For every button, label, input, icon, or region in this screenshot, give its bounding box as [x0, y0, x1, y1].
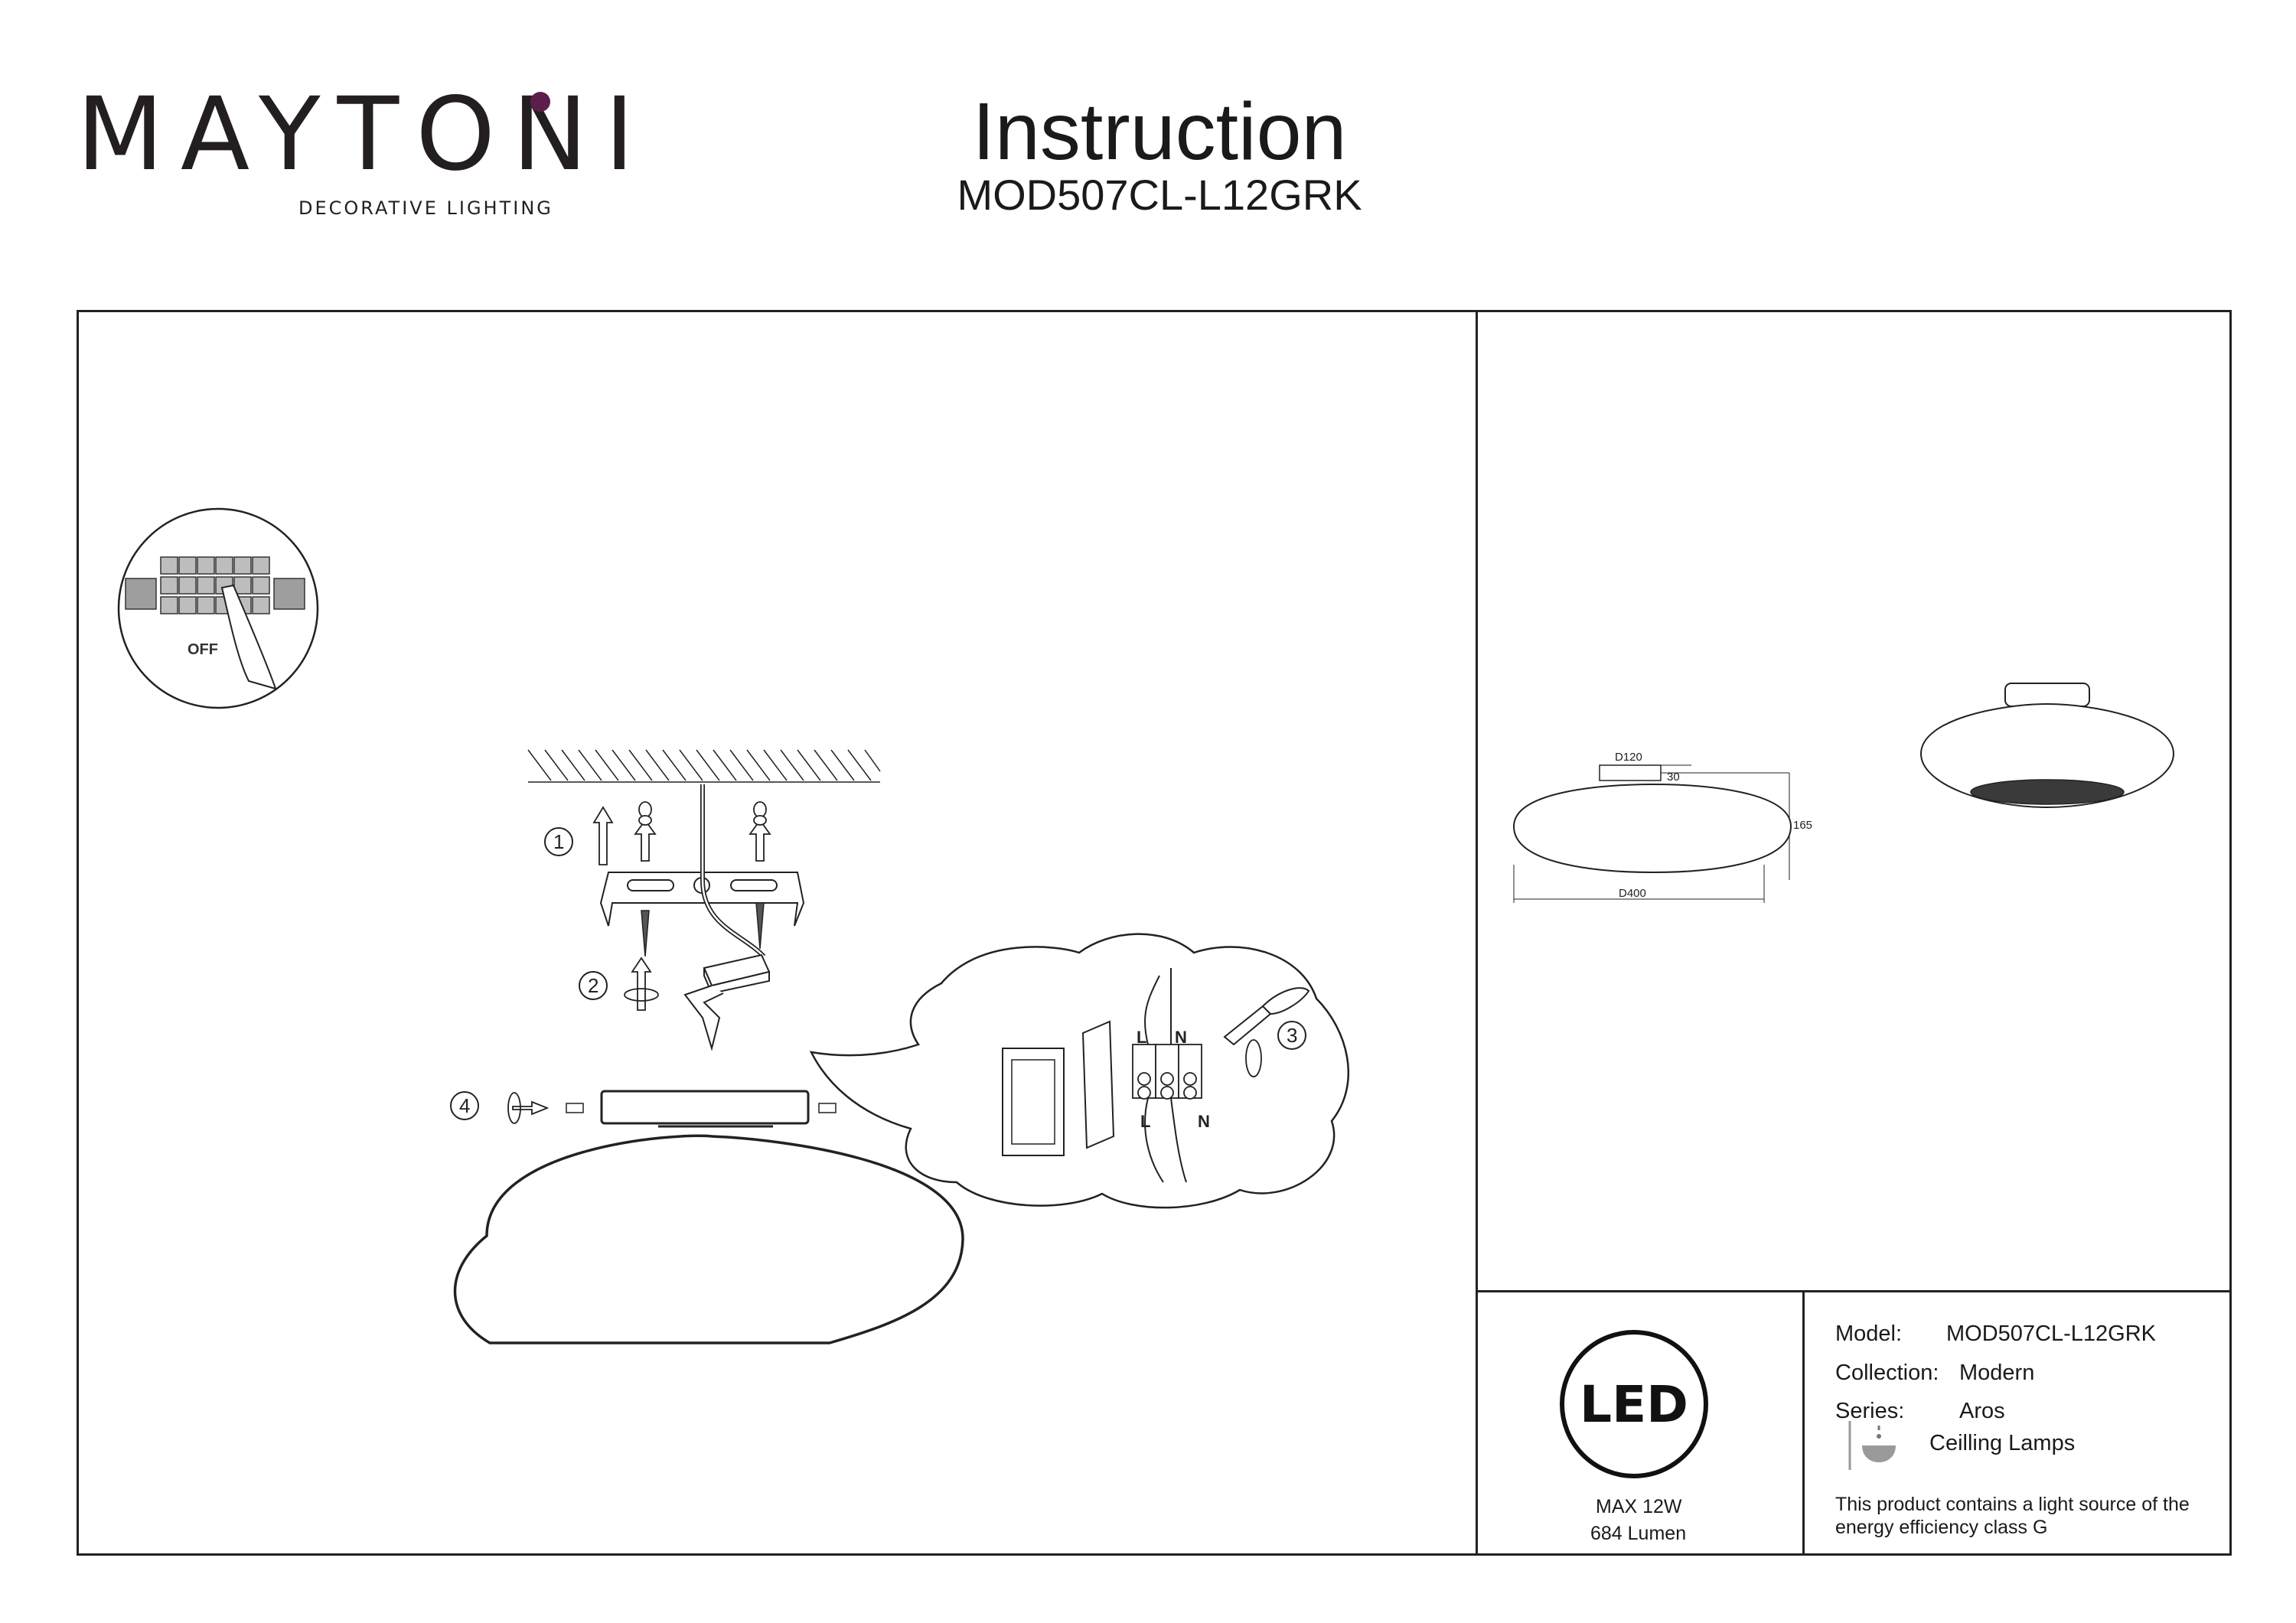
spec-series-value: Aros — [1959, 1399, 2005, 1423]
led-icon: LED — [1560, 1330, 1708, 1478]
main-frame — [77, 310, 2232, 1556]
step-3-label: 3 — [1287, 1024, 1297, 1047]
wiring-detail-diagram: L N L N 3 — [809, 933, 1349, 1209]
energy-note-line-2: energy efficiency class G — [1835, 1517, 2048, 1538]
brand-logo: MAYTONI — [77, 76, 651, 194]
spec-collection-value: Modern — [1959, 1361, 2035, 1385]
lumen-output: 684 Lumen — [1590, 1523, 1687, 1544]
page-subtitle-model: MOD507CL-L12GRK — [957, 171, 1362, 219]
wire-N-top: N — [1175, 1028, 1187, 1047]
spec-model-value: MOD507CL-L12GRK — [1946, 1322, 2156, 1346]
wire-N-bottom: N — [1198, 1112, 1210, 1131]
step-2-label: 2 — [588, 974, 598, 997]
dim-d400: D400 — [1619, 887, 1646, 900]
logo-dot-icon — [530, 92, 550, 112]
dim-165: 165 — [1793, 819, 1812, 832]
spec-collection-label: Collection: — [1835, 1361, 1939, 1385]
spec-divider — [1476, 1290, 2232, 1292]
installation-diagram: 1 2 4 — [450, 749, 964, 1344]
max-power: MAX 12W — [1596, 1496, 1682, 1517]
product-perspective-view — [1919, 683, 2175, 809]
dim-30: 30 — [1667, 771, 1680, 784]
spec-series-label: Series: — [1835, 1399, 1905, 1423]
wire-L-top: L — [1137, 1028, 1146, 1047]
switch-off-label: OFF — [188, 641, 218, 658]
page-title: Instruction — [972, 86, 1347, 177]
ceiling-lamp-icon — [1848, 1421, 1896, 1470]
spec-divider-vertical — [1802, 1290, 1805, 1556]
spec-type-value: Ceilling Lamps — [1929, 1431, 2076, 1455]
dim-d120: D120 — [1615, 751, 1642, 764]
step-4-label: 4 — [459, 1094, 470, 1117]
dimension-drawing: D120 30 165 D400 — [1512, 751, 1812, 903]
brand-tagline: DECORATIVE LIGHTING — [298, 197, 553, 219]
step-1-label: 1 — [553, 830, 564, 853]
power-switch-off-diagram: OFF — [117, 507, 319, 709]
led-badge-label: LED — [1580, 1375, 1688, 1434]
panel-divider — [1476, 310, 1478, 1556]
wire-L-bottom: L — [1140, 1112, 1150, 1131]
spec-model-label: Model: — [1835, 1322, 1903, 1346]
energy-note-line-1: This product contains a light source of … — [1835, 1494, 2190, 1515]
